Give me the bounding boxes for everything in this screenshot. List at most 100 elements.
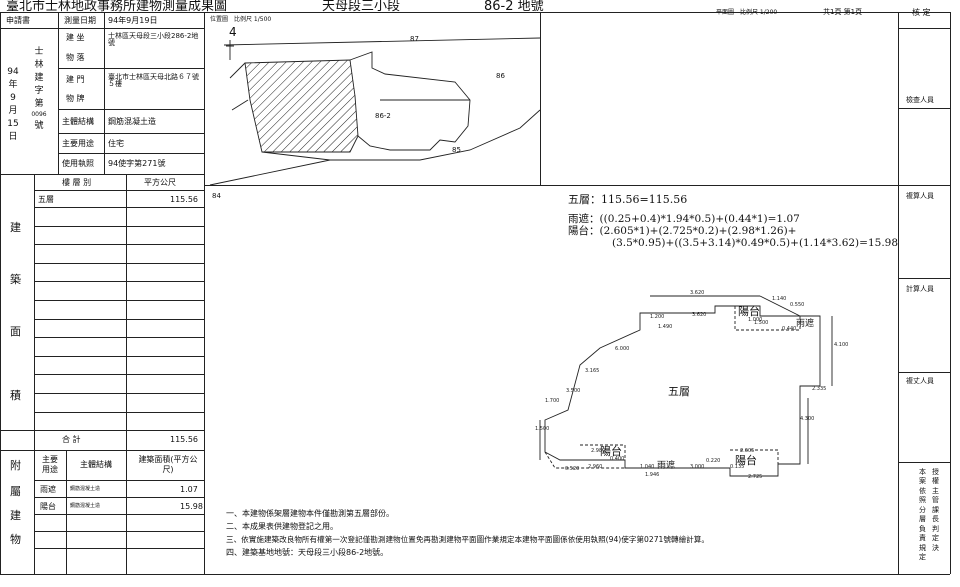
file-char: 號 xyxy=(34,120,44,131)
boundary-line xyxy=(261,109,541,161)
structure-value: 鋼筋混凝土造 xyxy=(108,117,156,126)
grid-line xyxy=(898,28,950,29)
dimension-label: 0.550 xyxy=(790,302,804,308)
map-lot-label: 84 xyxy=(212,192,221,200)
dimension-label: 6.000 xyxy=(615,346,629,352)
calc-canopy: 雨遮：((0.25+0.4)*1.94*0.5)+(0.44*1)=1.07 xyxy=(568,213,800,225)
side-char: 附 xyxy=(10,459,21,472)
grid-line xyxy=(34,514,204,515)
dimension-label: 3.000 xyxy=(690,464,704,470)
row-label: 建 坐 xyxy=(66,33,85,42)
grid-line xyxy=(0,430,204,431)
grid-line xyxy=(0,450,204,451)
date-char: 15 xyxy=(7,119,19,130)
file-char: 字 xyxy=(34,86,44,97)
road-line xyxy=(223,37,541,46)
dimension-label: 1.490 xyxy=(658,324,672,330)
date-char: 月 xyxy=(8,106,18,117)
grid-line xyxy=(34,374,204,376)
boundary-line xyxy=(209,159,331,186)
grid-line xyxy=(34,411,204,413)
total-value: 115.56 xyxy=(170,435,198,444)
address-value: 臺北市士林區天母北路６７號５樓 xyxy=(108,73,199,88)
file-number-vertical: 士 林 建 字 第 0096 號 xyxy=(31,46,47,133)
annex-header-struct: 主體結構 xyxy=(80,460,112,469)
floor-plan-label: 平面圖 xyxy=(716,9,735,16)
map-lot-label: 87 xyxy=(410,35,419,43)
side-char: 築 xyxy=(10,273,21,286)
boundary-line xyxy=(229,62,249,111)
annex-area: 15.98 xyxy=(180,502,203,511)
location-scale: 比例尺 1/500 xyxy=(234,16,272,23)
applicant-label: 申請書 xyxy=(6,16,30,25)
room-main-label: 五層 xyxy=(668,385,690,398)
tracer-label: 複丈人員 xyxy=(906,377,934,385)
file-char: 0096 xyxy=(31,111,47,119)
balcony-top-label: 陽台 xyxy=(738,305,760,318)
usage-value: 住宅 xyxy=(108,139,124,148)
calc-floor: 五層：115.56=115.56 xyxy=(568,193,688,206)
dimension-label: 0.440 xyxy=(782,326,796,332)
calculator-label: 計算人員 xyxy=(906,285,934,293)
grid-line xyxy=(34,281,204,283)
grid-line xyxy=(898,462,950,463)
note-4: 四、建築基地地號：天母段三小段86-2地號。 xyxy=(226,548,389,557)
dimension-label: 0.400 xyxy=(610,456,624,462)
floor-name: 五層 xyxy=(38,195,54,204)
date-vertical: 94 年 9 月 15 日 xyxy=(7,66,19,144)
grid-line xyxy=(34,318,204,320)
annex-use: 雨遮 xyxy=(40,485,56,494)
dimension-label: 0.220 xyxy=(706,458,720,464)
calc-balcony-cont: (3.5*0.95)+((3.5+3.14)*0.49*0.5)+(1.14*3… xyxy=(612,237,899,249)
side-char: 物 xyxy=(10,533,21,546)
frame-top xyxy=(0,12,950,13)
grid-line xyxy=(34,355,204,357)
header-area: 平方公尺 xyxy=(144,178,176,187)
dimension-label: 3.620 xyxy=(690,290,704,296)
map-right-line xyxy=(540,12,541,185)
row-label: 物 落 xyxy=(66,53,85,62)
survey-date-label: 測量日期 xyxy=(64,16,96,25)
main-outline xyxy=(544,305,821,477)
annex-area: 1.07 xyxy=(180,485,198,494)
balcony-right-label: 陽台 xyxy=(735,454,757,467)
grid-line xyxy=(66,450,67,574)
grid-line xyxy=(898,278,950,279)
canopy-left-label: 雨遮 xyxy=(657,461,676,471)
dimension-label: 2.980 xyxy=(591,448,605,454)
calc-balcony: 陽台：(2.605*1)+(2.725*0.2)+(2.98*1.26)+ xyxy=(568,225,797,237)
annex-use: 陽台 xyxy=(40,502,56,511)
dimension-label: 4.300 xyxy=(800,416,814,422)
survey-date: 94年9月19日 xyxy=(108,16,158,25)
lot-number: 86-2 地號 xyxy=(484,0,544,14)
date-char: 年 xyxy=(8,80,18,91)
grid-line xyxy=(58,133,204,134)
balcony-right-outline xyxy=(730,449,779,464)
date-char: 日 xyxy=(8,132,18,143)
balcony-left-outline xyxy=(580,444,626,460)
dimension-labels: 3.6201.1403.6201.0000.4401.5001.2001.490… xyxy=(535,290,848,480)
grid-line xyxy=(34,531,204,532)
dimension-label: 2.725 xyxy=(748,474,762,480)
note-1: 一、本建物係架層建物本件僅勘測第五層部份。 xyxy=(226,509,394,518)
grid-line xyxy=(126,174,127,450)
approve-label: 核 定 xyxy=(912,8,931,17)
map-bottom-line xyxy=(204,185,898,186)
header-floor: 樓 層 別 xyxy=(62,178,92,187)
grid-line xyxy=(126,450,127,574)
frame-bottom xyxy=(0,574,950,575)
row-label: 使用執照 xyxy=(62,159,94,168)
frame-left xyxy=(0,12,1,574)
side-char: 建 xyxy=(10,509,21,522)
grid-line xyxy=(34,450,35,574)
left-panel-divider xyxy=(204,12,205,574)
annex-struct: 鋼筋混凝土造 xyxy=(70,503,101,509)
dimension-label: 0.135 xyxy=(730,464,744,470)
floor-scale: 比例尺 1/200 xyxy=(740,9,778,16)
authorization-note-1: 本案依照分層負責規定 xyxy=(919,468,926,561)
grid-line xyxy=(34,480,204,481)
location-map xyxy=(209,37,541,186)
authorization-note-2: 授權主管課長判定決 xyxy=(932,468,939,552)
map-lot-label: 85 xyxy=(452,146,461,154)
dimension-line xyxy=(650,295,801,317)
